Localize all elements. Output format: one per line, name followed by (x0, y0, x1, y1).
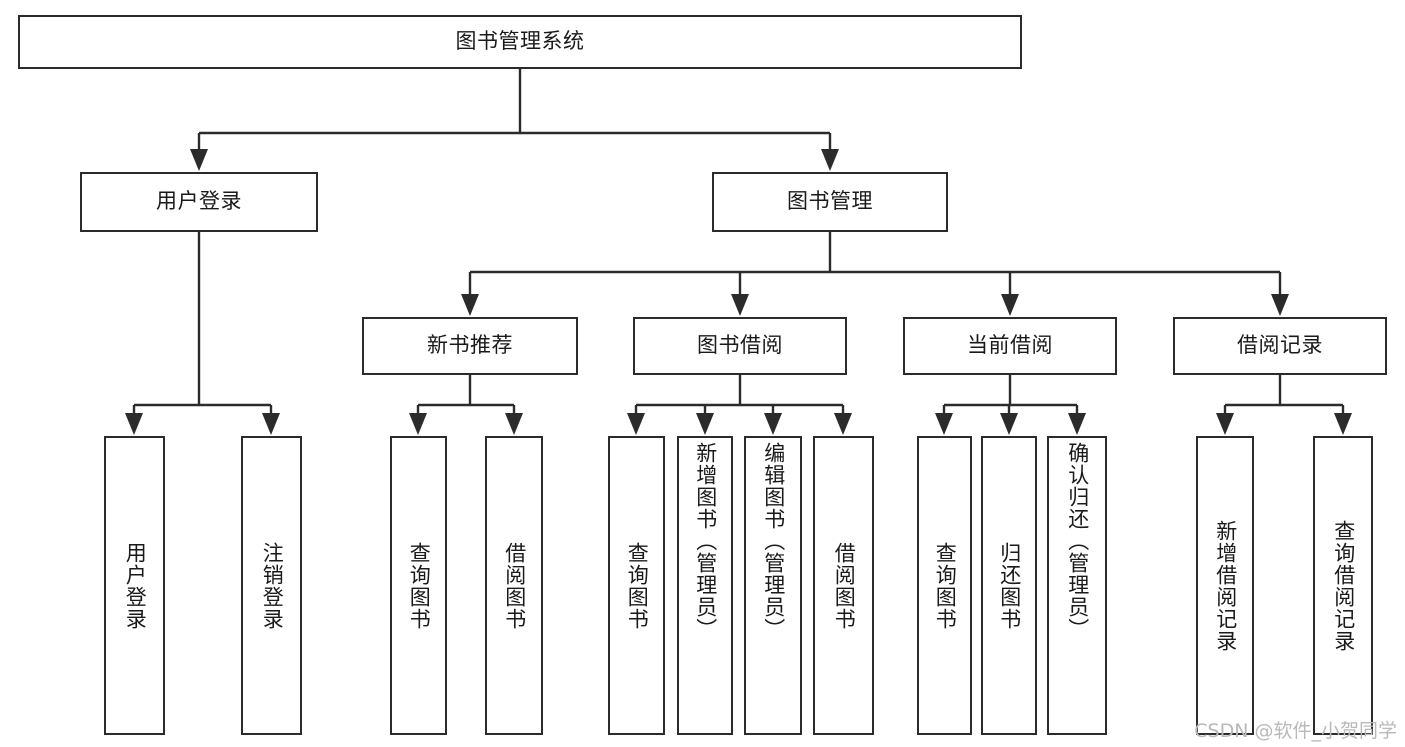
node-label: 归还图书 (997, 541, 1022, 630)
node-label: 用户登录 (156, 189, 242, 214)
node-label: 图书管理 (787, 189, 873, 214)
node-level2-1[interactable]: 用户登录 (80, 172, 318, 232)
node-label: 当前借阅 (967, 333, 1053, 358)
node-label: 图书管理系统 (455, 29, 585, 54)
node-label: 查询图书 (933, 541, 958, 630)
node-label: 借阅图书 (832, 541, 857, 630)
node-leaf-12[interactable]: 新增借阅记录 (1196, 436, 1254, 735)
node-label: 新书推荐 (427, 333, 513, 358)
node-leaf-5[interactable]: 查询图书 (608, 436, 665, 735)
node-leaf-7[interactable]: 编辑图书（管理员） (744, 436, 802, 735)
node-label: 查询图书 (407, 541, 432, 630)
node-leaf-2[interactable]: 注销登录 (241, 436, 302, 735)
node-label: 图书借阅 (697, 333, 783, 358)
node-label: 新增图书（管理员） (693, 442, 718, 640)
node-label: 注销登录 (260, 541, 285, 630)
node-leaf-3[interactable]: 查询图书 (390, 436, 447, 735)
node-leaf-1[interactable]: 用户登录 (104, 436, 165, 735)
node-leaf-13[interactable]: 查询借阅记录 (1313, 436, 1373, 735)
node-label: 用户登录 (123, 541, 148, 630)
node-leaf-6[interactable]: 新增图书（管理员） (677, 436, 733, 735)
node-level3-1[interactable]: 新书推荐 (362, 317, 578, 375)
csdn-watermark: CSDN @软件_小贺同学 (1194, 720, 1397, 742)
node-label: 借阅图书 (502, 541, 527, 630)
node-root-system[interactable]: 图书管理系统 (18, 15, 1022, 69)
node-leaf-11[interactable]: 确认归还（管理员） (1047, 436, 1107, 735)
node-leaf-9[interactable]: 查询图书 (917, 436, 972, 735)
node-leaf-4[interactable]: 借阅图书 (485, 436, 543, 735)
node-level3-2[interactable]: 图书借阅 (633, 317, 847, 375)
node-leaf-8[interactable]: 借阅图书 (813, 436, 874, 735)
node-label: 确认归还（管理员） (1065, 442, 1090, 640)
node-level3-4[interactable]: 借阅记录 (1173, 317, 1387, 375)
node-label: 新增借阅记录 (1213, 519, 1238, 652)
node-label: 查询图书 (625, 541, 650, 630)
node-label: 借阅记录 (1237, 333, 1323, 358)
node-level2-2[interactable]: 图书管理 (712, 172, 948, 232)
node-level3-3[interactable]: 当前借阅 (903, 317, 1117, 375)
node-label: 编辑图书（管理员） (761, 442, 786, 640)
node-leaf-10[interactable]: 归还图书 (981, 436, 1037, 735)
node-label: 查询借阅记录 (1331, 519, 1356, 652)
